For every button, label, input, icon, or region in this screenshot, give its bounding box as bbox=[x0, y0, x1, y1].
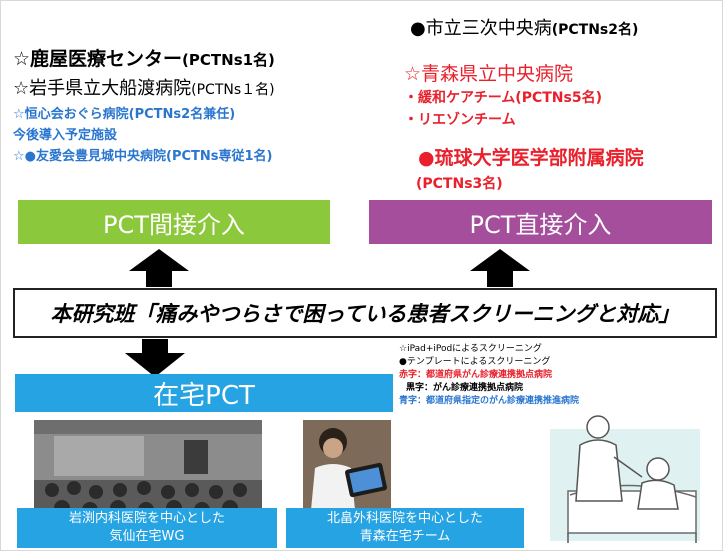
up-arrow-icon bbox=[129, 249, 189, 287]
pct-indirect-box: PCT間接介入 bbox=[18, 200, 330, 244]
ryukyu-line: ●琉球大学医学部附属病院 bbox=[418, 143, 644, 170]
legend-blue: 青字：都道府県指定のがん診療連携推進病院 bbox=[399, 396, 580, 406]
pct-direct-box: PCT直接介入 bbox=[369, 200, 712, 244]
home-pct-box: 在宅PCT bbox=[15, 374, 393, 412]
aomori-line: ☆青森県立中央病院 bbox=[404, 63, 574, 85]
legend-ipad: ☆iPad+iPodによるスクリーニング bbox=[399, 344, 542, 354]
kitabatake-caption-line1: 北畠外科医院を中心とした bbox=[326, 511, 483, 526]
shiritsu-name: ●市立三次中央病 bbox=[410, 18, 552, 39]
bedside-care-illustration bbox=[538, 405, 710, 545]
kitabatake-caption: 北畠外科医院を中心とした 青森在宅チーム bbox=[286, 508, 524, 548]
nurse-tablet-photo bbox=[303, 420, 391, 510]
iwabuchi-caption: 岩渕内科医院を中心とした 気仙在宅WG bbox=[17, 508, 277, 548]
planned-label: 今後導入予定施設 bbox=[13, 128, 118, 143]
liaison-line: ・リエゾンチーム bbox=[404, 112, 516, 128]
kanoya-line: ☆鹿屋医療センター(PCTNs1名) bbox=[13, 44, 275, 71]
shiritsu-count: (PCTNs2名) bbox=[551, 22, 639, 38]
iwabuchi-caption-line2: 気仙在宅WG bbox=[109, 529, 185, 544]
up-arrow-icon bbox=[470, 249, 530, 287]
ogura-line: ☆恒心会おぐら病院(PCTNs2名兼任) bbox=[13, 107, 236, 122]
kanoya-count: (PCTNs1名) bbox=[182, 51, 275, 69]
ofunato-name: ☆岩手県立大船渡病院 bbox=[13, 78, 192, 99]
ryukyu-name: 琉球大学医学部附属病院 bbox=[434, 147, 644, 169]
ofunato-count: (PCTNs１名) bbox=[191, 82, 275, 98]
shiritsu-line: ●市立三次中央病(PCTNs2名) bbox=[410, 14, 638, 40]
iwabuchi-caption-line1: 岩渕内科医院を中心とした bbox=[68, 511, 225, 526]
legend-black: 黒字：がん診療連携拠点病院 bbox=[406, 383, 524, 393]
research-banner: 本研究班「痛みやつらさで困っている患者スクリーニングと対応」 bbox=[13, 288, 717, 338]
down-arrow-icon bbox=[125, 339, 185, 377]
legend-template: ●テンプレートによるスクリーニング bbox=[399, 357, 551, 367]
ofunato-line: ☆岩手県立大船渡病院(PCTNs１名) bbox=[13, 74, 275, 100]
kanwa-line: ・緩和ケアチーム(PCTNs5名) bbox=[404, 90, 602, 106]
legend-red: 赤字：都道府県がん診療連携拠点病院 bbox=[399, 370, 553, 380]
kanoya-name: ☆鹿屋医療センター bbox=[13, 48, 183, 70]
ryukyu-count: (PCTNs3名) bbox=[416, 176, 503, 192]
toyomi-line: ☆●友愛会豊見城中央病院(PCTNs専従1名) bbox=[13, 149, 273, 164]
ryukyu-mark: ● bbox=[418, 147, 435, 169]
kitabatake-caption-line2: 青森在宅チーム bbox=[359, 529, 451, 544]
